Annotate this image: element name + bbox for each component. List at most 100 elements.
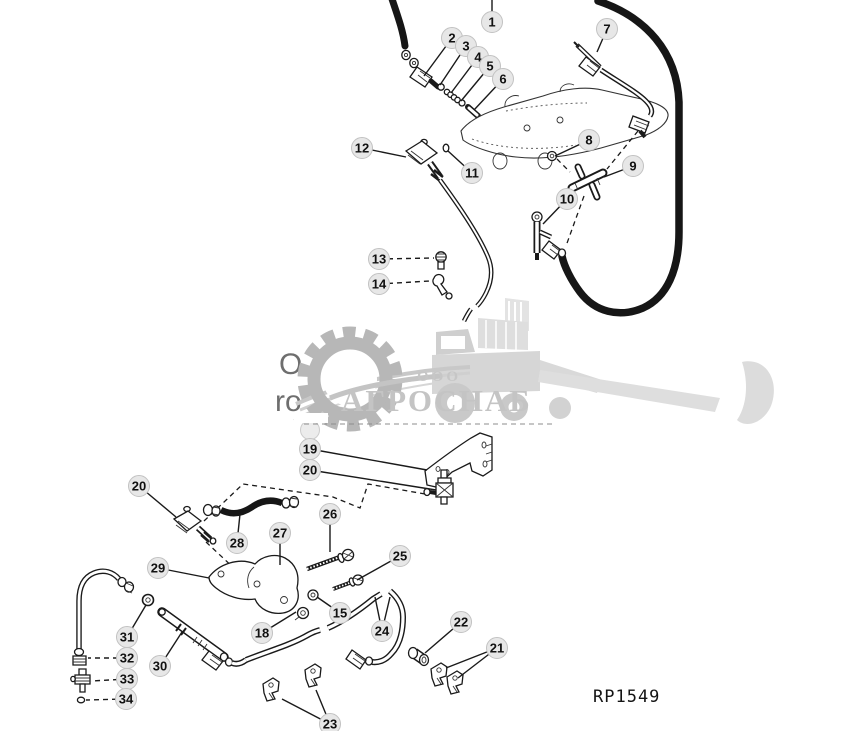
part-nut-31 [141, 593, 155, 607]
steel-line-12 [438, 178, 494, 323]
callout-number-32: 32 [120, 651, 134, 666]
callout-number-25: 25 [393, 549, 407, 564]
callout-number-14: 14 [372, 277, 387, 292]
part-hose-24b [345, 588, 407, 670]
part-pin-6 [465, 104, 481, 119]
callout-number-30: 30 [153, 659, 167, 674]
callout-21: 21 [486, 637, 508, 659]
callout-14: 14 [368, 273, 390, 295]
part-clamp-21a [430, 662, 448, 687]
upper-diagram [388, 0, 683, 323]
callout-1: 1 [481, 11, 503, 33]
callout-circle-30 [149, 655, 171, 677]
part-clamp-21b [446, 670, 464, 695]
hose-1-end-fittings [401, 49, 419, 69]
callout-6: 6 [492, 68, 514, 90]
callout-circle-28 [226, 532, 248, 554]
callout-number-20: 20 [132, 479, 146, 494]
part-nut-15 [307, 589, 319, 601]
callout-20: 20 [299, 459, 321, 481]
callout-circle-1 [481, 11, 503, 33]
callout-circle-9 [622, 155, 644, 177]
callout-number-22: 22 [454, 615, 468, 630]
part-valve-33 [70, 668, 91, 693]
callout-number-2: 2 [448, 31, 455, 46]
combine-harvester-icon [432, 298, 774, 424]
part-bracket-29 [208, 554, 299, 615]
manifold-casting [460, 83, 669, 170]
leader-line-33 [90, 678, 128, 682]
callout-number-12: 12 [355, 141, 369, 156]
part-clamp-23b [304, 663, 322, 688]
leader-line-20 [309, 469, 437, 491]
callout-circle-18 [251, 622, 273, 644]
callout-number-26: 26 [323, 507, 337, 522]
part-plug-13 [435, 251, 447, 270]
part-hose-28 [202, 495, 300, 517]
callout-circle-12 [351, 137, 373, 159]
callout-number-5: 5 [486, 59, 493, 74]
part-bushing-22 [407, 646, 430, 667]
callout-number-6: 6 [499, 72, 506, 87]
callout-29: 29 [147, 557, 169, 579]
callout-number-34: 34 [119, 692, 134, 707]
callout-18: 18 [251, 622, 273, 644]
leader-line-19 [309, 448, 428, 471]
callout-13: 13 [368, 248, 390, 270]
callout-number-10: 10 [560, 192, 574, 207]
callout-number-33: 33 [120, 672, 134, 687]
callout-31: 31 [116, 626, 138, 648]
assembly-dash-20b [205, 541, 238, 572]
callout-32: 32 [116, 647, 138, 669]
part-bracket-19 [424, 432, 493, 488]
callout-25: 25 [389, 545, 411, 567]
callout-9: 9 [622, 155, 644, 177]
part-nut-8 [546, 150, 558, 162]
part-hose-32 [72, 568, 135, 666]
callout-circle-22 [450, 611, 472, 633]
gear-icon [297, 326, 441, 432]
callout-number-15: 15 [333, 606, 347, 621]
callout-7: 7 [596, 18, 618, 40]
callout-circle-8 [578, 129, 600, 151]
callout-circle-25 [389, 545, 411, 567]
callout-number-11: 11 [465, 166, 479, 181]
watermark: ООО АГРОСНАБ [293, 298, 774, 432]
callout-number-4: 4 [474, 50, 482, 65]
hose-part-1 [388, 0, 409, 50]
callout-30: 30 [149, 655, 171, 677]
part-washer-5 [458, 99, 466, 107]
callout-number-18: 18 [255, 626, 269, 641]
callout-circle-6 [492, 68, 514, 90]
callout-15: 15 [329, 602, 351, 624]
part-hose-24a [201, 591, 383, 671]
callout-circle-7 [596, 18, 618, 40]
assembly-dash-7-9 [606, 130, 639, 170]
callout-number-29: 29 [151, 561, 165, 576]
part-elbow-10 [531, 211, 553, 260]
callout-circle-15 [329, 602, 351, 624]
callout-12: 12 [351, 137, 373, 159]
callout-number-21: 21 [490, 641, 504, 656]
callout-26: 26 [319, 503, 341, 525]
leader-line-34 [85, 698, 127, 701]
callout-circle-14 [368, 273, 390, 295]
callout-number-28: 28 [230, 536, 244, 551]
callout-24: 24 [371, 620, 393, 642]
callout-number-7: 7 [603, 22, 610, 37]
figure-code: RP1549 [593, 687, 660, 707]
part-tee-9 [567, 163, 608, 201]
assembly-dash-8-9 [556, 158, 571, 173]
callout-23: 23 [319, 713, 341, 731]
part-elbow-20 [172, 505, 217, 545]
lower-diagram [70, 432, 493, 704]
callout-circle-23 [319, 713, 341, 731]
part-oring-34 [76, 696, 86, 704]
callout-28: 28 [226, 532, 248, 554]
callout-circle-13 [368, 248, 390, 270]
assembly-dash-20 [203, 483, 426, 522]
callout-19: 19 [299, 438, 321, 460]
callout-22: 22 [450, 611, 472, 633]
